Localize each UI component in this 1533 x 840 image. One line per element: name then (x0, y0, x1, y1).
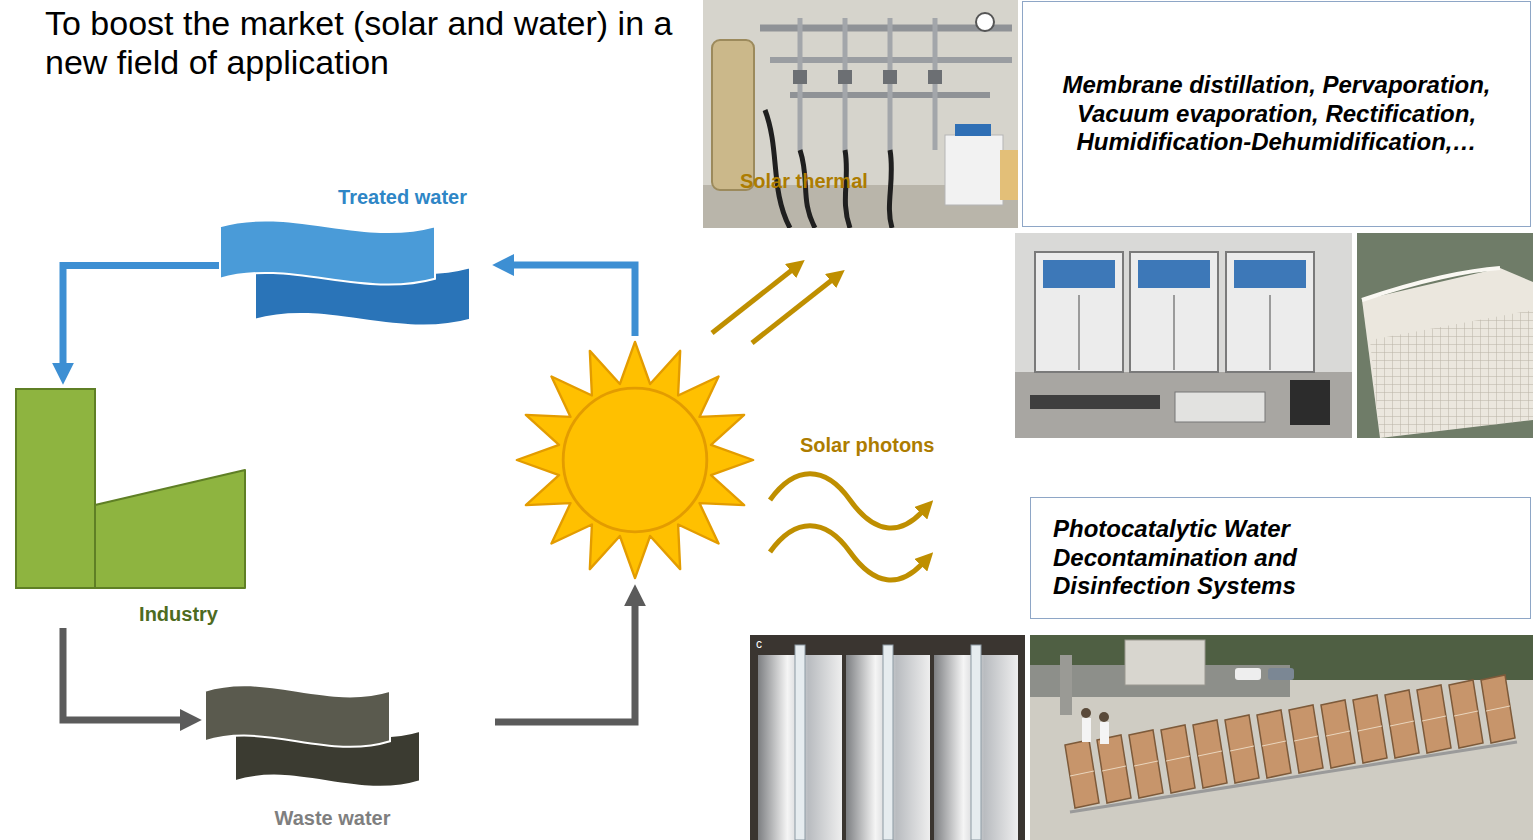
process-box: Membrane distillation, Pervaporation, Va… (1022, 1, 1531, 227)
reflector-photo (750, 635, 1025, 840)
node-label: Waste water (275, 807, 391, 830)
photon-arrow (770, 526, 922, 580)
sun-icon (517, 342, 753, 578)
lab-photo (703, 0, 1018, 228)
membrane-photo (1357, 233, 1533, 438)
wave-shape (220, 186, 475, 336)
node-label: Industry (139, 603, 218, 626)
plant-photo (1015, 233, 1352, 438)
node-label: Photocatalytic Water Decontamination and… (1053, 515, 1353, 601)
factory-shape (15, 388, 250, 626)
node-label: Membrane distillation, Pervaporation, Va… (1052, 71, 1502, 157)
photon-arrow (770, 474, 922, 528)
water-wave: Waste water (205, 680, 420, 830)
industry-icon: Industry (15, 388, 250, 626)
energy-arrow (752, 280, 832, 343)
slide-title: To boost the market (solar and water) in… (45, 4, 695, 82)
field-photo (1030, 635, 1533, 840)
process-box: Photocatalytic Water Decontamination and… (1030, 497, 1531, 619)
flow-arrow (512, 265, 635, 336)
water-wave: Treated water (220, 186, 475, 336)
energy-label: Solar thermal (740, 170, 868, 193)
flow-arrow (63, 266, 219, 366)
photo-letter: c (756, 637, 762, 651)
energy-label: Solar photons (800, 434, 934, 457)
flow-arrow (495, 604, 635, 722)
node-label: Treated water (338, 186, 467, 209)
flow-arrow (63, 628, 182, 720)
